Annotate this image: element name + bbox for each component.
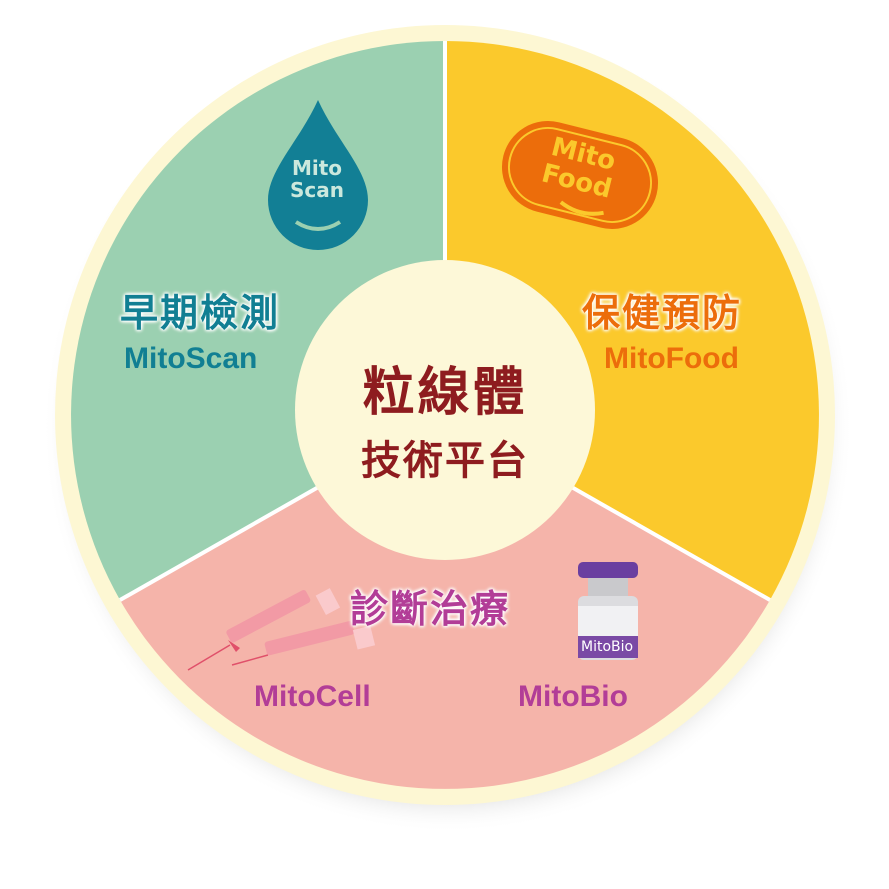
logo-line: Scan xyxy=(290,178,344,202)
syringe-icon xyxy=(187,588,376,671)
vial-icon xyxy=(578,562,638,660)
heading-diagnosis: 診斷治療 xyxy=(350,587,511,631)
product-mitofood: MitoFood xyxy=(604,342,739,375)
mitoscan-logo-icon xyxy=(268,100,368,250)
heading-prevention: 保健預防 xyxy=(582,291,743,335)
logo-line: Mito xyxy=(291,156,343,180)
mitofood-logo-icon xyxy=(501,121,659,229)
center-subtitle: 技術平台 xyxy=(361,438,529,484)
product-mitobio: MitoBio xyxy=(518,680,628,713)
heading-early-detection: 早期檢測 xyxy=(120,291,281,335)
center-title: 粒線體 xyxy=(362,363,528,423)
vial-label: MitoBio xyxy=(581,639,634,655)
center-circle xyxy=(295,260,595,560)
mitoscan-logo-text: Mito Scan xyxy=(282,157,352,201)
product-mitocell: MitoCell xyxy=(254,680,371,713)
product-mitoscan: MitoScan xyxy=(124,342,258,375)
